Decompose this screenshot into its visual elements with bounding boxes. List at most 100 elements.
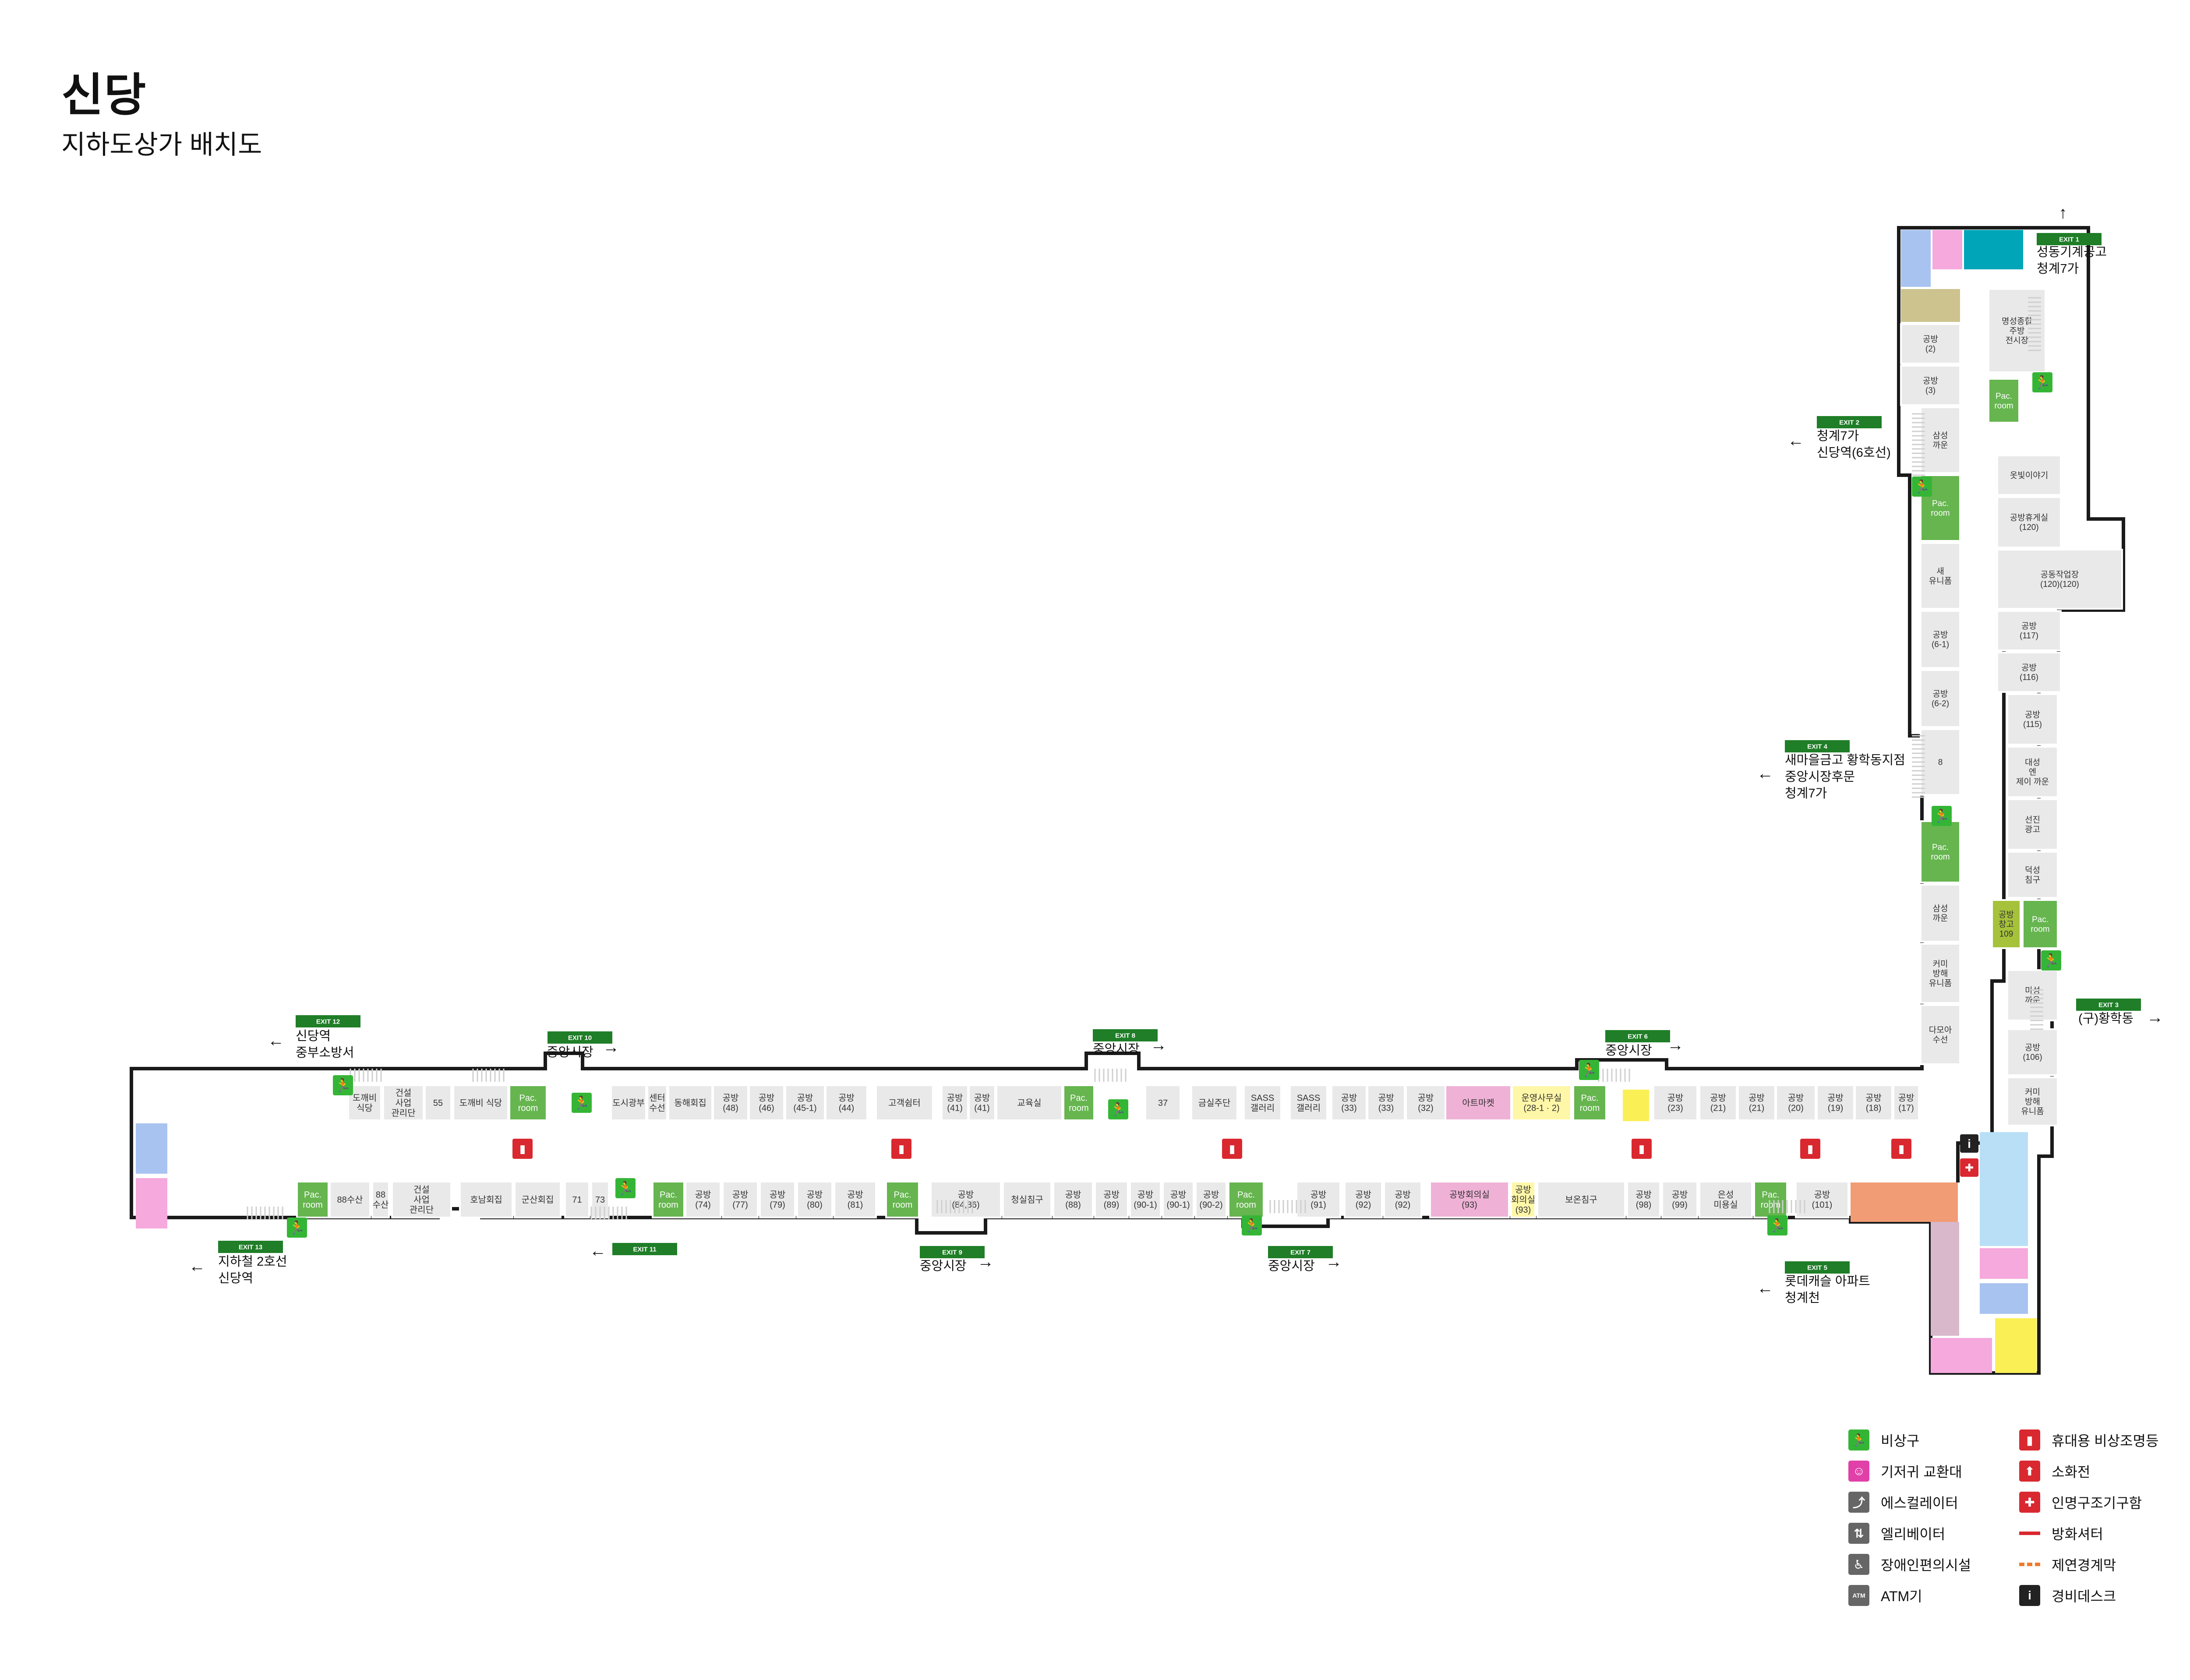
top-row-33-bg (1893, 1084, 1920, 1121)
flashlight-icon-1 (891, 1139, 911, 1159)
baby-icon: ☺ (1848, 1461, 1869, 1482)
bottom-row-26-bg (1429, 1181, 1510, 1218)
bottom-row-21-bg (1195, 1181, 1227, 1218)
bottom-row-27-bg (1510, 1181, 1536, 1218)
top-row-16-label: Pac.room (1069, 1093, 1089, 1113)
bottom-row-22-bg (1228, 1181, 1265, 1218)
bottom-row-32-bg (1753, 1181, 1788, 1218)
right-col-1-label: Pac.room (1994, 392, 2013, 411)
right-col-6-bg (1996, 652, 2062, 693)
stairs-exit12 (350, 1069, 382, 1082)
exit-arrow-e6: → (1667, 1036, 1684, 1054)
bottom-row-5-label: 군산회집 (522, 1195, 554, 1205)
top-row-12-bg (875, 1084, 934, 1121)
bottom-row-20-bg (1162, 1181, 1194, 1218)
top-row-9-bg (748, 1084, 785, 1121)
top-row-3-label: 도깨비 식당 (459, 1098, 502, 1108)
exit-arrow-e2: ← (1787, 431, 1804, 450)
emergency-exit-icon-1 (572, 1093, 592, 1113)
left-col-0-bg (1900, 323, 1961, 364)
bottom-row-9-label: 공방(74) (695, 1189, 711, 1210)
top-row-7-label: 동해회집 (674, 1098, 706, 1108)
bottom-row-26-label: 공방회의실(93) (1449, 1189, 1490, 1210)
top-row-25-bg (1511, 1084, 1572, 1121)
toilet-female-left (136, 1178, 167, 1228)
page-subtitle: 지하도상가 배치도 (61, 130, 262, 159)
bottom-row-7-label: 73 (595, 1195, 605, 1205)
emergency-exit-icon-11 (2041, 950, 2061, 971)
left-col-9-bg (1920, 884, 1961, 942)
stairs-exit5 (1769, 1200, 1805, 1213)
top-row-33-label: 공방(17) (1898, 1093, 1914, 1113)
running-person-icon: 🏃 (1848, 1429, 1869, 1451)
flashlight-icon-0-glyph: ▮ (519, 1142, 526, 1155)
emergency-exit-icon-0-glyph: 🏃 (335, 1078, 351, 1093)
legend-item-smoke-barrier-dashed: 제연경계막 (2019, 1553, 2116, 1576)
right-col-12-label: Pac.room (2031, 915, 2049, 934)
info-desk-icon-glyph: i (1967, 1137, 1971, 1151)
top-row-18-bg (1190, 1084, 1238, 1121)
rescue-box-icon (1960, 1158, 1978, 1177)
bottom-row-1-label: 88수산 (337, 1195, 363, 1205)
bottom-row-15-bg (930, 1181, 1002, 1218)
right-col-7-bg (2006, 693, 2059, 745)
stairs-exit10 (472, 1069, 505, 1082)
left-col-10-bg (1920, 943, 1961, 1004)
legend-label: 비상구 (1881, 1433, 1920, 1449)
exit-badge-label-e12: EXIT 12 (316, 1018, 340, 1025)
top-row-29-label: 공방(21) (1748, 1093, 1765, 1113)
legend: 🏃비상구▮휴대용 비상조명등☺기저귀 교환대⬆소화전⤴에스컬레이터✚인명구조기구… (1848, 1429, 2181, 1656)
left-col-11-bg (1920, 1004, 1961, 1065)
emergency-exit-icon-9-glyph: 🏃 (1933, 808, 1950, 824)
flashlight-icon: ▮ (2019, 1429, 2040, 1451)
left-col-1-bg (1900, 365, 1961, 406)
bottom-row-8-bg (652, 1181, 685, 1218)
toilet-male-top (1901, 230, 1931, 287)
legend-item-wheelchair-icon: ♿장애인편의시설 (1848, 1553, 1971, 1576)
left-col-1-label: 공방(3) (1923, 376, 1938, 395)
bottom-row-23-label: 공방(91) (1310, 1189, 1327, 1210)
top-row-18-label: 금실주단 (1198, 1098, 1231, 1108)
legend-label: 제연경계막 (2052, 1557, 2116, 1573)
exit-dest-e6: 중앙시장 (1605, 1044, 1652, 1058)
top-row-20-bg (1289, 1084, 1328, 1121)
emergency-exit-icon-10 (2032, 372, 2052, 392)
fire-shutter-line (2019, 1532, 2040, 1535)
left-col-2-bg (1920, 406, 1961, 474)
bottom-row-28-bg (1537, 1181, 1626, 1218)
exit-badge-label-e2: EXIT 2 (1839, 419, 1859, 426)
right-col-8-bg (2006, 746, 2059, 798)
top-row-6-bg (646, 1084, 668, 1121)
stairs-exit11 (590, 1207, 627, 1220)
bottom-row-20-label: 공방(90-1) (1166, 1189, 1190, 1210)
left-col-3-label: Pac.room (1931, 499, 1950, 518)
top-row-15-label: 교육실 (1017, 1098, 1041, 1108)
top-row-29-bg (1737, 1084, 1776, 1121)
legend-label: 장애인편의시설 (1881, 1557, 1971, 1573)
top-row-22-bg (1367, 1084, 1406, 1121)
exit-badge-e10 (548, 1031, 612, 1044)
top-row-28-bg (1699, 1084, 1738, 1121)
right-col-5-label: 공방(117) (2020, 621, 2038, 641)
legend-label: 방화셔터 (2052, 1526, 2103, 1542)
bottom-row-2-bg (371, 1181, 390, 1218)
teal-room (1964, 230, 2023, 269)
bottom-row-11-label: 공방(79) (770, 1189, 786, 1210)
legend-label: 인명구조기구함 (2052, 1495, 2142, 1511)
elevator-icon: ⇅ (1848, 1523, 1869, 1544)
top-row-17-label: 37 (1158, 1098, 1168, 1108)
right-col-2-bg (1996, 455, 2062, 496)
exit-badge-label-e10: EXIT 10 (568, 1034, 592, 1041)
bottom-row-18-label: 공방(89) (1103, 1189, 1120, 1210)
